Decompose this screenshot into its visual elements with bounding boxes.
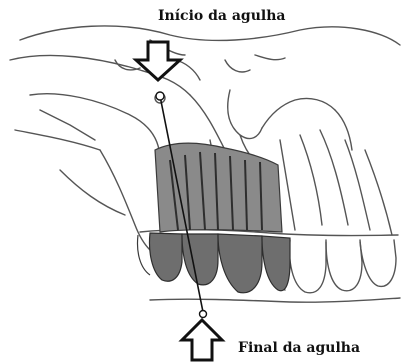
- anesthetized-region: [138, 143, 291, 293]
- needle-start-arrow: [136, 42, 180, 80]
- needle-end-arrow: [182, 320, 222, 360]
